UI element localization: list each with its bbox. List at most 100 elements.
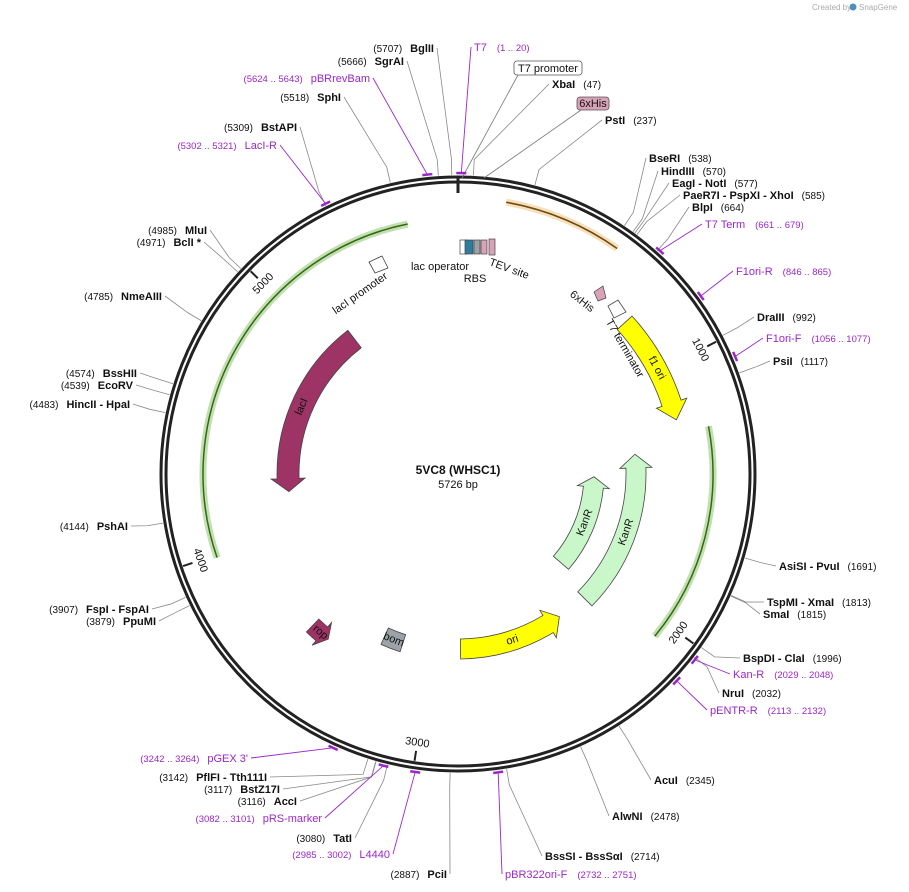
enzyme-label-bstapi: (5309)BstAPI — [224, 122, 297, 134]
orf-arcs — [199, 198, 717, 639]
primer-label-f1ori-r: F1ori-R (846 .. 865) — [736, 266, 831, 278]
primer-label-t7: T7(1 .. 20) — [474, 42, 530, 54]
enzyme-leader-hindiii — [632, 170, 659, 232]
enzyme-label-hindiii: HindIII(570) — [661, 166, 726, 178]
enzyme-name: EcoRV — [98, 380, 134, 392]
enzyme-name: BspDI - ClaI — [743, 653, 805, 665]
enzyme-pos: (3879) — [86, 617, 115, 628]
enzyme-leader-draiii — [722, 316, 755, 336]
primer-name: pBRrevBam — [311, 73, 370, 85]
snapgene-credit: Created by SnapGene — [812, 3, 898, 12]
enzyme-leader-pflfi-tth111i — [269, 758, 369, 778]
enzyme-name: TatI — [333, 833, 352, 845]
primer-label-pbrrevbam: (5624 .. 5643)pBRrevBam — [244, 73, 370, 85]
enzyme-leader-ecorv — [135, 384, 170, 396]
enzyme-label-sgrai: (5666)SgrAI — [338, 56, 404, 68]
tev-box — [488, 238, 496, 256]
feature-laci — [269, 329, 362, 493]
enzyme-name: BstZ17I — [240, 784, 280, 796]
enzyme-leader-paer7i-pspxi-xhoi — [636, 194, 681, 235]
primer-range: (3082 .. 3101) — [196, 814, 255, 825]
primer-range: (846 .. 865) — [783, 267, 832, 278]
enzyme-pos: (570) — [703, 167, 726, 178]
orf-top-halo — [505, 198, 620, 252]
enzyme-label-bsssi-bsss-i: BssSI - BssSαI(2714) — [545, 851, 660, 863]
primer-name: L4440 — [359, 849, 390, 861]
primer-range: (3242 .. 3264) — [140, 754, 199, 765]
enzyme-leader-bglii — [436, 47, 453, 176]
primer-name: pENTR-R — [710, 705, 758, 717]
enzyme-name: EagI - NotI — [672, 178, 726, 190]
primer-name: LacI-R — [245, 140, 277, 152]
primer-mark-pbrrevbam — [422, 172, 433, 177]
boxed-leader-0 — [461, 74, 519, 179]
enzyme-pos: (577) — [734, 179, 757, 190]
primer-leader-pgex-3 — [250, 747, 334, 759]
enzyme-name: SphI — [317, 92, 341, 104]
primer-range: (5302 .. 5321) — [177, 141, 236, 152]
primer-name: F1ori-R — [736, 266, 773, 278]
tick-label-2000: 2000 — [667, 619, 691, 646]
primer-label-t7-term: T7 Term(661 .. 679) — [705, 219, 804, 231]
enzyme-labels: (5707)BglII(5666)SgrAI(5518)SphI(5309)Bs… — [30, 43, 877, 881]
enzyme-name: NruI — [722, 688, 744, 700]
enzyme-name: AccI — [274, 796, 297, 808]
enzyme-leader-hincii-hpai — [132, 403, 166, 413]
enzyme-label-draiii: DraIII(992) — [757, 312, 816, 324]
enzyme-label-bsshii: (4574) BssHII — [66, 368, 137, 380]
enzyme-name: NmeAIII — [121, 291, 162, 303]
enzyme-pos: (4539) — [61, 381, 90, 392]
tick-mark-4000 — [182, 561, 193, 568]
enzyme-leader-sphi — [343, 96, 391, 183]
boxed-label-6xhis: 6xHis — [579, 98, 607, 110]
enzyme-label-xbai: XbaI(47) — [552, 79, 601, 91]
primer-label-l4440: (2985 .. 3002)L4440 — [292, 849, 390, 861]
credit-brand: SnapGene — [859, 3, 898, 12]
enzyme-pos: (4574) — [66, 369, 95, 380]
enzyme-name: BseRI — [649, 153, 680, 165]
enzyme-leader-bstapi — [299, 126, 327, 206]
enzyme-pos: (538) — [688, 154, 711, 165]
tick-mark-1000 — [706, 340, 717, 348]
enzyme-name: TspMI - XmaI — [767, 597, 834, 609]
enzyme-name: SmaI — [763, 609, 789, 621]
enzyme-name: XbaI — [552, 79, 575, 91]
primer-labels: T7(1 .. 20) (5624 .. 5643)pBRrevBam (5302 … — [140, 42, 870, 881]
enzyme-pos: (1813) — [842, 598, 871, 609]
enzyme-label-smai: SmaI (1815) — [763, 609, 826, 621]
small-feature-label-tev-site: TEV site — [487, 256, 530, 281]
primer-name: T7 — [474, 42, 487, 54]
enzyme-pos: (1996) — [813, 654, 842, 665]
orf-left — [202, 223, 408, 558]
enzyme-leader-alwni — [580, 746, 610, 817]
primer-label-laci-r: (5302 .. 5321) LacI-R — [177, 140, 277, 152]
feature-kanr — [577, 453, 654, 607]
enzyme-label-sphi: (5518)SphI — [280, 92, 341, 104]
enzyme-name: BlpI — [692, 202, 713, 214]
enzyme-name: PstI — [605, 115, 625, 127]
enzyme-pos: (664) — [721, 203, 744, 214]
enzyme-label-ecorv: (4539) EcoRV — [61, 380, 134, 392]
primer-mark-l4440 — [410, 769, 421, 774]
enzyme-name: BssHII — [103, 368, 137, 380]
small-feature-label-rbs: RBS — [464, 273, 487, 285]
enzyme-label-tati: (3080)TatI — [296, 833, 352, 845]
enzyme-label-fspi-fspai: (3907)FspI - FspAI — [49, 604, 149, 616]
enzyme-label-acci: (3116)AccI — [238, 796, 297, 808]
enzyme-label-nrui: NruI(2032) — [722, 688, 781, 700]
enzyme-label-hincii-hpai: (4483)HincII - HpaI — [30, 399, 130, 411]
enzyme-leader-eagi-noti — [634, 182, 670, 234]
enzyme-leader-bspdi-clai — [701, 647, 741, 659]
enzyme-pos: (1815) — [797, 610, 826, 621]
enzyme-label-bseri: BseRI (538) — [649, 153, 712, 165]
enzyme-leader-xbai — [473, 83, 550, 176]
enzyme-name: PsiI — [773, 356, 793, 368]
enzyme-leader-sgrai — [406, 60, 439, 176]
enzyme-leader-bseri — [624, 157, 647, 226]
primer-name: pBR322ori-F — [505, 869, 568, 881]
primer-name: pRS-marker — [263, 813, 323, 825]
orf-top — [506, 201, 618, 250]
his-tag-2 — [593, 285, 607, 302]
primer-name: Kan-R — [733, 669, 764, 681]
tick-mark-2000 — [684, 636, 694, 645]
